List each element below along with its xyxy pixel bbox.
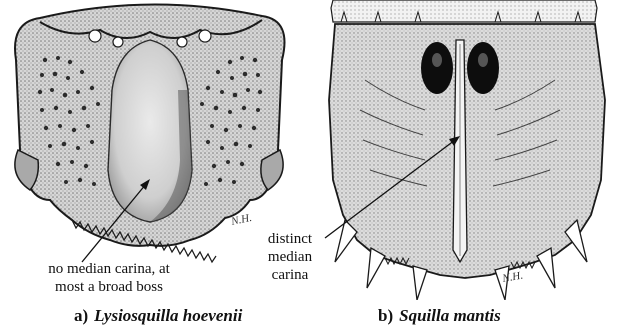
left-dark-pit-b xyxy=(421,42,453,94)
caption-a: a) Lysiosquilla hoevenii xyxy=(74,306,242,326)
caption-b: b) Squilla mantis xyxy=(378,306,501,326)
callout-b-line-3: carina xyxy=(250,266,330,284)
squilla-telson-drawing: N.H. xyxy=(305,0,618,300)
panel-b-squilla: N.H. distinct median carina b)Squilla ma… xyxy=(305,0,618,334)
callout-a-line-2: most a broad boss xyxy=(4,278,214,296)
caption-b-letter: b) xyxy=(378,306,393,325)
callout-text-b: distinct median carina xyxy=(250,230,330,284)
callout-text-a: no median carina, at most a broad boss xyxy=(4,260,214,296)
right-dark-pit-b xyxy=(467,42,499,94)
callout-b-line-1: distinct xyxy=(250,230,330,248)
artist-initials-b: N.H. xyxy=(500,270,524,286)
caption-a-letter: a) xyxy=(74,306,88,325)
upper-segment-b xyxy=(331,0,597,22)
callout-a-line-1: no median carina, at xyxy=(4,260,214,278)
callout-b-line-2: median xyxy=(250,248,330,266)
caption-b-species: Squilla mantis xyxy=(399,306,501,325)
caption-a-species: Lysiosquilla hoevenii xyxy=(94,306,242,325)
